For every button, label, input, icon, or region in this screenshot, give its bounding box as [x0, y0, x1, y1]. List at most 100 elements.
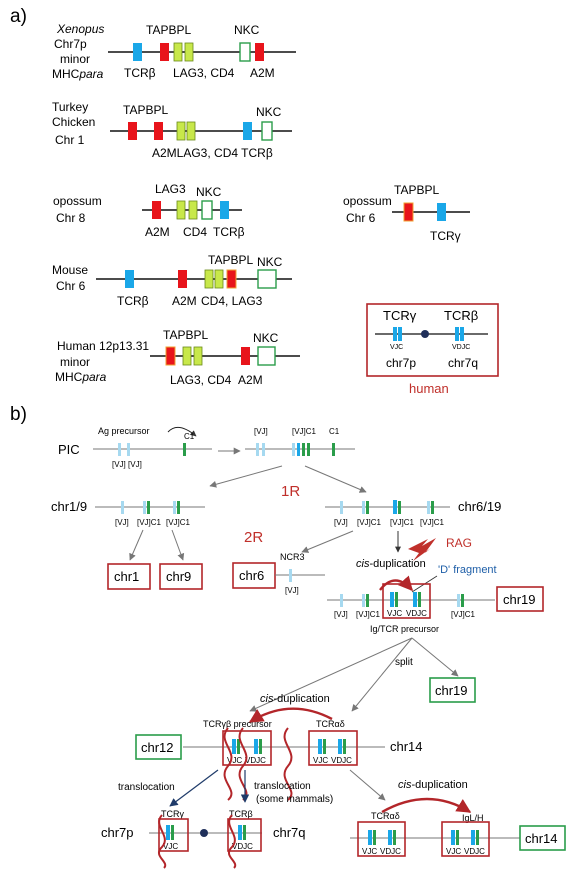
tcrad2-label: TCRαδ — [371, 811, 400, 821]
2r-label: 2R — [244, 529, 263, 546]
chr7-tcrb-box — [227, 818, 262, 852]
pic-dup-seg2 — [262, 443, 265, 456]
human-box-chr7q: chr7q — [448, 356, 478, 370]
chr19-vdjc: VDJC — [406, 609, 427, 618]
chr1-arrow — [129, 529, 144, 561]
chr7-break-icon — [157, 814, 237, 869]
turkey-cd4-gene — [186, 121, 196, 141]
chr19-seg2 — [362, 594, 365, 607]
human-box-chr7p: chr7p — [386, 356, 416, 370]
chr1-box — [107, 563, 151, 590]
translocation-arrow-left — [169, 769, 219, 807]
chr14-tcrad-box — [357, 821, 406, 857]
pic-dup-seg1 — [256, 443, 259, 456]
mouse-species: Mouse — [52, 263, 88, 277]
human-box-tcrb-seg1 — [455, 327, 459, 341]
chr1-label: chr1 — [114, 569, 139, 584]
iglh-label: IgL/H — [462, 813, 484, 823]
chr14-iglh-vjc: VJC — [446, 847, 461, 856]
human-box-tcrg: TCRγ — [383, 308, 417, 323]
xenopus-tcrb-label: TCRβ — [124, 66, 156, 80]
chr6-ncr3-seg — [289, 569, 292, 582]
d-fragment-label: 'D' fragment — [438, 564, 497, 576]
xenopus-row: Xenopus Chr7p minor MHCpara TAPBPL NKC T… — [52, 22, 296, 81]
chr14-iglh-vdjc: VDJC — [464, 847, 485, 856]
chr14-tcrad-seg2 — [373, 830, 376, 845]
ag-precursor-arrow — [167, 426, 197, 437]
chr19-vjc: VJC — [387, 609, 402, 618]
chr6-19-seg7 — [431, 501, 434, 514]
cis-dup-arrow-1 — [379, 575, 413, 592]
opossum6-tapbpl-label: TAPBPL — [394, 183, 439, 197]
turkey-tapbpl-label: TAPBPL — [123, 103, 168, 117]
chr6-19-vj: [VJ] — [334, 518, 348, 527]
chr14-tcrad-vjc: VJC — [362, 847, 377, 856]
opossum-chr8-row: opossum Chr 8 LAG3 NKC A2M CD4 TCRβ — [53, 182, 245, 239]
chr6-19-seg1 — [340, 501, 343, 514]
turkey-nkc-label: NKC — [256, 105, 282, 119]
ig-tcr-precursor-box — [382, 583, 431, 619]
chr6-19-seg3 — [366, 501, 369, 514]
turkey-bottom-labels: A2MLAG3, CD4 TCRβ — [152, 146, 273, 160]
chr19-vdjc-seg2 — [418, 592, 421, 607]
chr7-tcrg-vjc: VJC — [163, 842, 178, 851]
opossum8-species: opossum — [53, 194, 102, 208]
2r-arrow — [301, 530, 354, 553]
turkey-a2m-gene — [154, 122, 163, 140]
tcrgb-precursor-box — [222, 730, 272, 766]
chr14-bottom-row: cis-duplication TCRαδ IgL/H VJC VDJC VJC… — [350, 779, 566, 857]
chr19-green-box — [429, 677, 476, 703]
human-lag3cd4-label: LAG3, CD4 — [170, 373, 232, 387]
tcrgb-vjc-seg1 — [232, 739, 236, 754]
xenopus-lag3-gene — [173, 42, 183, 62]
chr12-box — [135, 734, 182, 760]
chr19-seg5 — [461, 594, 464, 607]
chr6-19-label: chr6/19 — [458, 499, 501, 514]
chr7-tcrg-seg2 — [171, 825, 174, 840]
chr6-19-seg4 — [393, 500, 397, 514]
chr1-9-seg5 — [177, 501, 180, 514]
chr14-tcrad-seg3 — [388, 830, 392, 845]
human-box-tcrg-seg1 — [393, 327, 397, 341]
tcrad-vdjc: VDJC — [331, 756, 352, 765]
pic-dup-seg7 — [332, 443, 335, 456]
chr19-vjc-seg2 — [395, 592, 398, 607]
human-minor: minor — [60, 355, 90, 369]
human-nkc-label: NKC — [253, 331, 279, 345]
human-lag3-gene — [182, 346, 192, 366]
chr7-tcrg-box — [158, 818, 189, 852]
translocation-break-icon — [223, 727, 293, 801]
chr6-19-vjc1c: [VJ]C1 — [420, 518, 445, 527]
human-species: Human 12p13.31 — [57, 339, 149, 353]
opossum8-tcrb-label: TCRβ — [213, 225, 245, 239]
chr1-9-vjc1a: [VJ]C1 — [137, 518, 162, 527]
human-mhcpara: MHCpara — [55, 370, 107, 384]
xenopus-species: Xenopus — [56, 22, 104, 36]
pic-dup-vjc1-label: [VJ]C1 — [292, 427, 317, 436]
opossum6-tcrg-label: TCRγ — [430, 229, 461, 243]
ig-tcr-precursor-label: Ig/TCR precursor — [370, 624, 439, 634]
chr7-tcrb-seg1 — [238, 825, 242, 840]
pic-dup-seg6 — [307, 443, 310, 456]
ncr3-label: NCR3 — [280, 552, 305, 562]
cis-dup-arrow-3 — [381, 797, 472, 814]
mouse-nkc-label: NKC — [257, 255, 283, 269]
human-box-frame — [366, 303, 499, 377]
tcrgb-vdjc-seg1 — [254, 739, 258, 754]
chr14-label: chr14 — [390, 739, 423, 754]
mouse-a2m-gene — [178, 270, 187, 288]
turkey-tapbpl-gene — [128, 122, 137, 140]
opossum8-cd4-gene — [188, 200, 198, 220]
chr1-9-seg4 — [173, 501, 176, 514]
tcrad-arrow — [349, 769, 386, 801]
mouse-lag3-gene — [214, 269, 224, 289]
mouse-chr: Chr 6 — [56, 279, 86, 293]
chr7q-label: chr7q — [273, 825, 306, 840]
human-a2m-label: A2M — [238, 373, 263, 387]
mouse-nkc-gene — [257, 269, 277, 289]
chr19-seg1 — [340, 594, 343, 607]
chr14-green-box — [519, 825, 566, 851]
chr9-box — [159, 563, 203, 590]
xenopus-tapbpl-label: TAPBPL — [146, 23, 191, 37]
